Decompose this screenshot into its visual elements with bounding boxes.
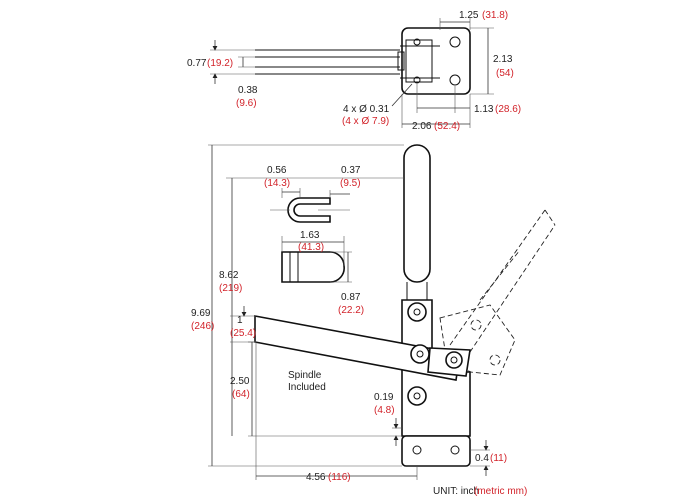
units-label: UNIT: inch — [433, 486, 479, 497]
units-metric: (metric mm) — [474, 486, 527, 497]
dim-2-13: 2.13 — [493, 54, 513, 65]
dim-0-4: 0.4 — [475, 453, 489, 464]
dim-0-38-mm: (9.6) — [236, 98, 257, 109]
dim-0-87-mm: (22.2) — [338, 305, 364, 316]
dim-0-77-mm: (19.2) — [207, 58, 233, 69]
dim-1: 1 — [237, 315, 243, 326]
dim-2-06: 2.06 — [412, 121, 432, 132]
dim-1-13: 1.13 — [474, 104, 494, 115]
dim-0-56-mm: (14.3) — [264, 178, 290, 189]
dim-2-06-mm: (52.4) — [434, 121, 460, 132]
dim-0-77: 0.77 — [187, 58, 207, 69]
dim-1-63: 1.63 — [300, 230, 320, 241]
mount-hole — [449, 74, 461, 86]
dim-1-13-mm: (28.6) — [495, 104, 521, 115]
dim-4-56-mm: (116) — [328, 472, 351, 483]
dim-2-13-mm: (54) — [496, 68, 514, 79]
hole-callout: 4 x Ø 0.31 — [343, 104, 390, 115]
top-base-plate — [401, 27, 471, 95]
dim-2-50: 2.50 — [230, 376, 250, 387]
spindle-clip — [287, 197, 331, 223]
mount-hole — [413, 38, 421, 46]
dim-0-38: 0.38 — [238, 85, 258, 96]
dim-1-mm: (25.4) — [230, 328, 256, 339]
spindle-cap — [281, 251, 345, 283]
dim-1-25: 1.25 — [459, 10, 479, 21]
side-view: 9.69 (246) 8.62 (219) 1 (25.4) 2.50 (64)… — [191, 144, 556, 483]
dim-8-62: 8.62 — [219, 270, 239, 281]
spindle-note-line2: Included — [288, 382, 326, 393]
dim-0-37: 0.37 — [341, 165, 361, 176]
dim-0-56: 0.56 — [267, 165, 287, 176]
dim-1-63-mm: (41.3) — [298, 242, 324, 253]
dim-9-69-mm: (246) — [191, 321, 214, 332]
dim-0-19-mm: (4.8) — [374, 405, 395, 416]
dim-1-25-mm: (31.8) — [482, 10, 508, 21]
spindle-arm — [254, 315, 461, 381]
top-view: 1.25 (31.8) 2.13 (54) 0.77 (19.2) 0.38 (… — [187, 10, 521, 132]
dim-0-87: 0.87 — [341, 292, 361, 303]
dim-0-19: 0.19 — [374, 392, 394, 403]
spindle-details: 0.56 (14.3) 0.37 (9.5) 1.63 (41.3) 0.87 … — [264, 165, 364, 316]
base-plate — [401, 435, 471, 467]
dim-8-62-mm: (219) — [219, 283, 242, 294]
spindle-note-line1: Spindle — [288, 370, 322, 381]
mount-hole — [449, 36, 461, 48]
dim-9-69: 9.69 — [191, 308, 211, 319]
hole-callout-mm: (4 x Ø 7.9) — [342, 116, 389, 127]
handle-grip — [403, 144, 431, 283]
dim-4-56: 4.56 — [306, 472, 326, 483]
mount-hole — [413, 76, 421, 84]
dim-0-37-mm: (9.5) — [340, 178, 361, 189]
dim-2-50-mm: (64) — [232, 389, 250, 400]
dim-0-4-mm: (11) — [490, 453, 507, 464]
